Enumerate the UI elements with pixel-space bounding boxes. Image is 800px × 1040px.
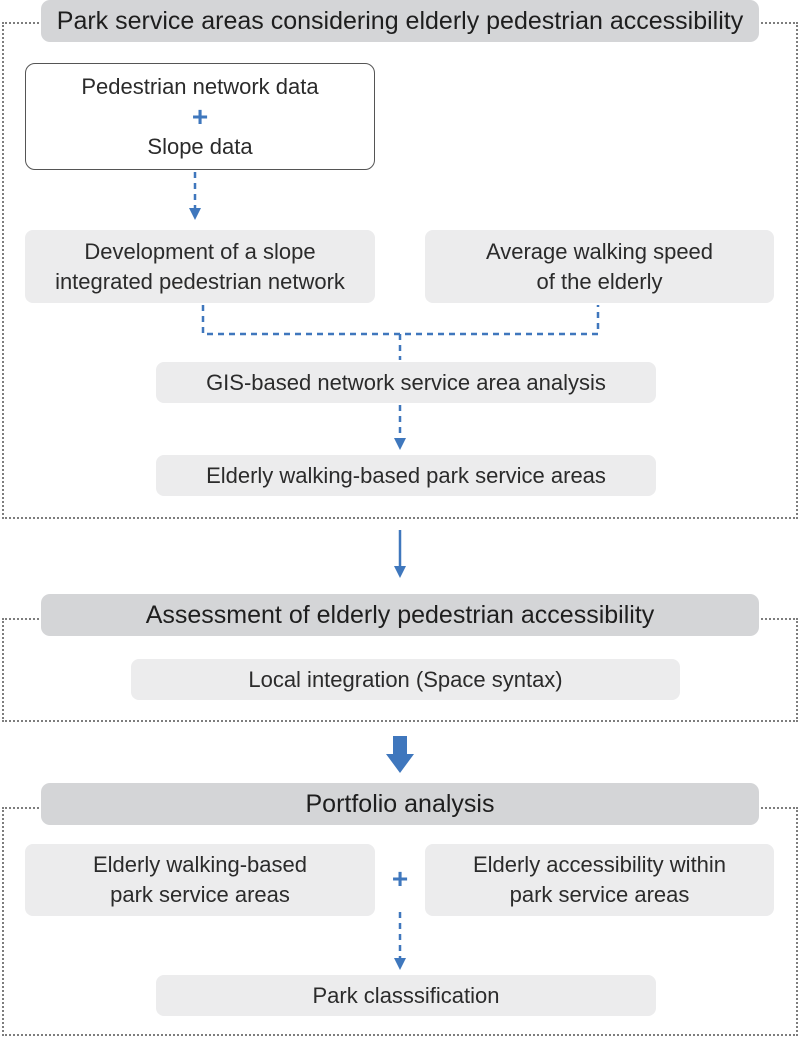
- section-header-service-areas: Park service areas considering elderly p…: [41, 0, 759, 42]
- portfolio-left-line1: Elderly walking-based: [93, 852, 307, 877]
- portfolio-right-box: Elderly accessibility within park servic…: [425, 844, 774, 916]
- walking-speed-box: Average walking speed of the elderly: [425, 230, 774, 303]
- local-integration-box: Local integration (Space syntax): [131, 659, 680, 700]
- portfolio-right-line2: park service areas: [509, 882, 690, 907]
- section-header-accessibility: Assessment of elderly pedestrian accessi…: [41, 594, 759, 636]
- gis-analysis-box: GIS-based network service area analysis: [156, 362, 656, 403]
- park-classification-box: Park classsification: [156, 975, 656, 1016]
- portfolio-left-box: Elderly walking-based park service areas: [25, 844, 375, 916]
- pedestrian-network-label: Pedestrian network data: [81, 73, 319, 99]
- plus-icon-portfolio: +: [391, 863, 409, 894]
- slope-network-box: Development of a slope integrated pedest…: [25, 230, 375, 303]
- slope-network-line2: integrated pedestrian network: [55, 268, 345, 294]
- portfolio-right-line1: Elderly accessibility within: [472, 852, 727, 877]
- input-data-box: Pedestrian network data + Slope data: [25, 63, 375, 170]
- slope-network-line1: Development of a slope: [84, 238, 316, 264]
- bold-arrow-section2-to-section3: [386, 736, 414, 773]
- plus-icon: +: [191, 100, 209, 132]
- walking-speed-line1: Average walking speed: [485, 238, 714, 264]
- section-header-portfolio: Portfolio analysis: [41, 783, 759, 825]
- portfolio-left-line2: park service areas: [110, 882, 290, 907]
- merge-connector: [201, 305, 600, 360]
- service-areas-box: Elderly walking-based park service areas: [156, 455, 656, 496]
- walking-speed-line2: of the elderly: [536, 268, 663, 294]
- slope-data-label: Slope data: [147, 133, 253, 159]
